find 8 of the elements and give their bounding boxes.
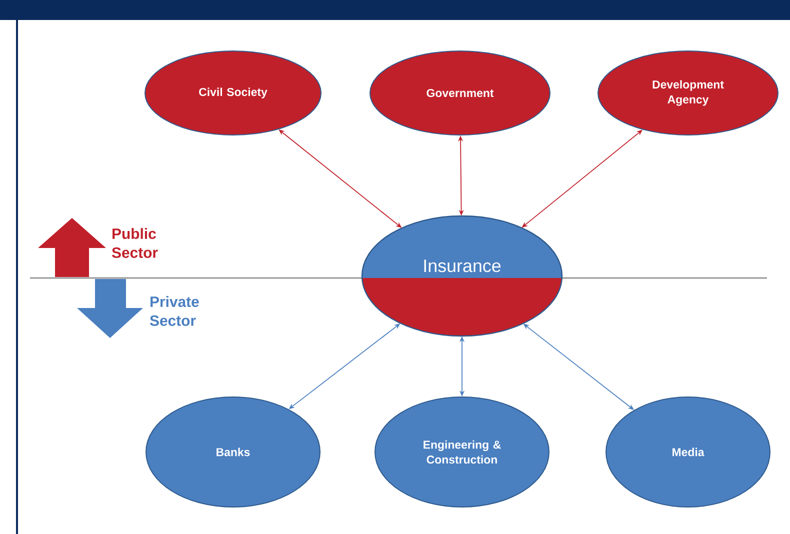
ellipse-node: Engineering & Construction — [374, 396, 550, 508]
ellipse-node: Banks — [146, 396, 320, 508]
sector-label: Private Sector — [150, 296, 199, 326]
ellipse-node: Media — [606, 396, 770, 508]
ellipse-node: Civil Society — [144, 50, 322, 136]
ellipse-node: Government — [370, 50, 550, 136]
ellipse-node: Development Agency — [598, 50, 778, 136]
sector-label: Public Sector — [112, 228, 158, 258]
